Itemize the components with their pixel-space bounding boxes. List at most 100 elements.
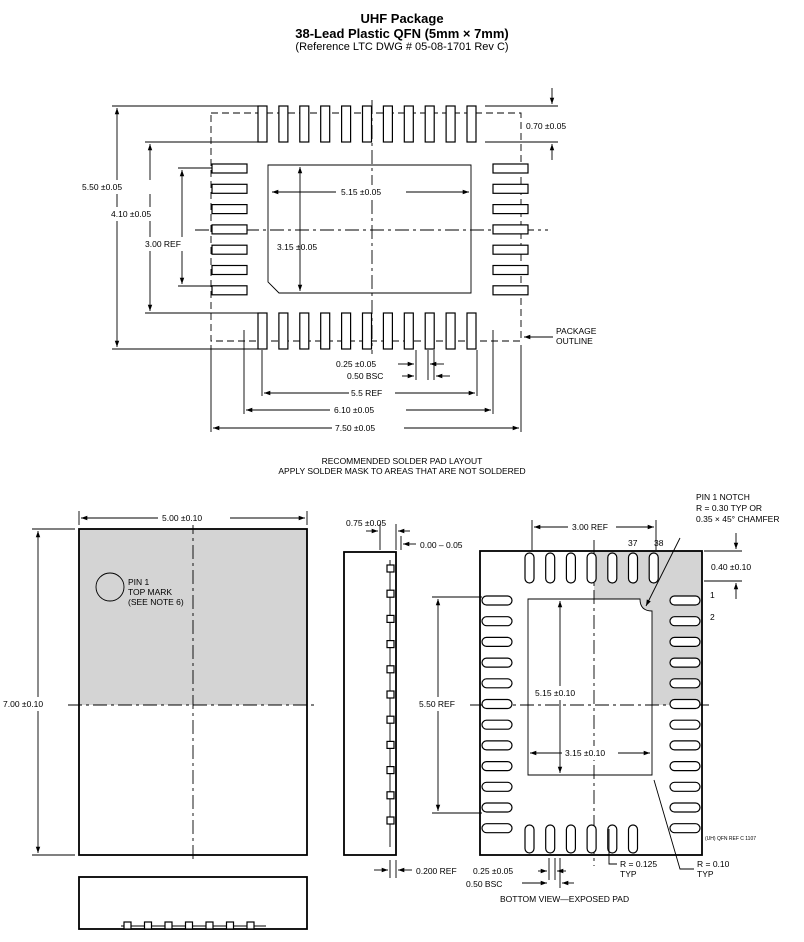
- solder-pad-right: [492, 224, 529, 235]
- package-end-view: [78, 876, 308, 930]
- bottom-view: PIN 1 NOTCH R = 0.30 TYP OR 0.35 × 45° C…: [418, 492, 779, 904]
- solder-pad-bottom: [299, 312, 310, 350]
- title-line-2: 38-Lead Plastic QFN (5mm × 7mm): [295, 26, 509, 41]
- dim-pad-width: 0.25 ±0.05: [336, 359, 376, 369]
- bottom-view-leads: [481, 552, 701, 854]
- notch-label-3: 0.35 × 45° CHAMFER: [696, 514, 779, 524]
- solder-pad-top: [382, 105, 393, 143]
- side-view-lead: [386, 690, 395, 699]
- bottom-view-lead-right: [669, 678, 701, 689]
- solder-pad-right: [492, 163, 529, 174]
- dim-total-height: 5.50 ±0.05: [82, 182, 122, 192]
- solder-pad-top: [299, 105, 310, 143]
- dim-top-width: 5.00 ±0.10: [162, 513, 202, 523]
- side-view-lead: [386, 665, 395, 674]
- side-view-lead: [386, 589, 395, 598]
- r-corner-label-2: TYP: [697, 869, 714, 879]
- dim-pitch: 0.50 BSC: [347, 371, 383, 381]
- exposed-pad-land: [267, 164, 472, 294]
- dim-lead-ref: 0.200 REF: [416, 866, 457, 876]
- bottom-view-lead-left: [481, 678, 513, 689]
- dim-pitch-bottom: 0.50 BSC: [466, 879, 502, 889]
- pin-2-label: 2: [710, 612, 715, 622]
- r-small-label-1: R = 0.125: [620, 859, 657, 869]
- dim-ep-width: 5.15 ±0.05: [341, 187, 381, 197]
- dim-pad-length: 0.70 ±0.05: [526, 121, 566, 131]
- dim-ref-left: 5.50 REF: [419, 699, 455, 709]
- bottom-view-lead-right: [669, 698, 701, 710]
- pin1-label-1: PIN 1: [128, 577, 150, 587]
- dim-ref-vertical: 3.00 REF: [145, 239, 181, 249]
- bottom-view-lead-right: [669, 802, 701, 813]
- dim-ref-horizontal: 5.5 REF: [351, 388, 382, 398]
- top-pad-row: [257, 105, 477, 143]
- side-view-lead: [386, 765, 395, 775]
- package-outline-label-2: OUTLINE: [556, 336, 593, 346]
- left-pad-column: [211, 163, 248, 296]
- bottom-view-lead-bottom: [607, 824, 618, 854]
- solder-pad-top: [403, 105, 414, 143]
- side-view-lead: [386, 715, 395, 724]
- dim-pad-span: 4.10 ±0.05: [111, 209, 151, 219]
- bottom-pad-row: [257, 312, 477, 350]
- pin-1-label: 1: [710, 590, 715, 600]
- pin-37-label: 37: [628, 538, 638, 548]
- pin1-mark-circle: [95, 572, 125, 602]
- dim-total-width: 7.50 ±0.05: [335, 423, 375, 433]
- solder-pad-top: [278, 105, 289, 143]
- solder-pad-bottom: [466, 312, 477, 350]
- end-view-lead: [246, 921, 255, 930]
- bottom-view-lead-right: [669, 616, 701, 627]
- solder-pad-bottom: [382, 312, 393, 350]
- bottom-view-lead-right: [669, 636, 701, 648]
- bottom-view-lead-left: [481, 698, 513, 710]
- bottom-view-lead-left: [481, 636, 513, 648]
- bottom-view-lead-top: [627, 552, 639, 584]
- side-view-lead: [386, 639, 395, 649]
- bottom-view-lead-top: [648, 552, 659, 584]
- solder-pad-bottom: [278, 312, 289, 350]
- bottom-view-lead-left: [481, 616, 513, 627]
- dim-lead-length: 0.40 ±0.10: [711, 562, 751, 572]
- bottom-view-lead-top: [586, 552, 597, 584]
- bottom-view-lead-bottom: [524, 824, 535, 854]
- solder-pad-right: [492, 204, 529, 215]
- side-view-leads: [386, 564, 395, 825]
- solder-pad-bottom: [361, 312, 373, 350]
- solder-pad-left: [211, 163, 248, 174]
- title-line-1: UHF Package: [360, 11, 444, 26]
- bottom-view-lead-right: [669, 781, 701, 792]
- bottom-view-lead-bottom: [586, 824, 597, 854]
- dim-thickness: 0.75 ±0.05: [346, 518, 386, 528]
- dim-ep-width: 3.15 ±0.10: [565, 748, 605, 758]
- solder-pad-right: [492, 244, 529, 255]
- end-view-lead: [164, 921, 173, 930]
- notch-label-2: R = 0.30 TYP OR: [696, 503, 762, 513]
- bottom-view-lead-right: [669, 740, 701, 751]
- bottom-view-lead-left: [481, 802, 513, 813]
- solder-pad-bottom: [257, 312, 268, 350]
- pin-38-label: 38: [654, 538, 664, 548]
- solder-pad-top: [466, 105, 477, 143]
- bottom-view-lead-left: [481, 595, 513, 606]
- bottom-view-lead-bottom: [545, 824, 556, 854]
- solder-pad-left: [211, 183, 248, 194]
- solder-pad-right: [492, 264, 529, 276]
- bottom-view-caption: BOTTOM VIEW—EXPOSED PAD: [500, 894, 629, 904]
- bottom-view-lead-left: [481, 760, 513, 772]
- solder-pad-bottom: [424, 312, 435, 350]
- package-side-view: [343, 551, 397, 856]
- bottom-view-lead-top: [524, 552, 535, 584]
- bottom-view-lead-left: [481, 823, 513, 834]
- solder-pad-layout: 5.50 ±0.05 4.10 ±0.05 3.00 REF 0.70 ±0.0…: [81, 88, 597, 435]
- bottom-view-lead-top: [607, 552, 618, 584]
- dim-top-height: 7.00 ±0.10: [3, 699, 43, 709]
- solder-pad-right: [492, 285, 529, 296]
- end-view-lead: [123, 921, 132, 930]
- solder-pad-left: [211, 244, 248, 255]
- solder-pad-left: [211, 204, 248, 215]
- solder-pad-top: [361, 105, 373, 143]
- solder-pad-left: [211, 224, 248, 235]
- right-pad-column: [492, 163, 529, 296]
